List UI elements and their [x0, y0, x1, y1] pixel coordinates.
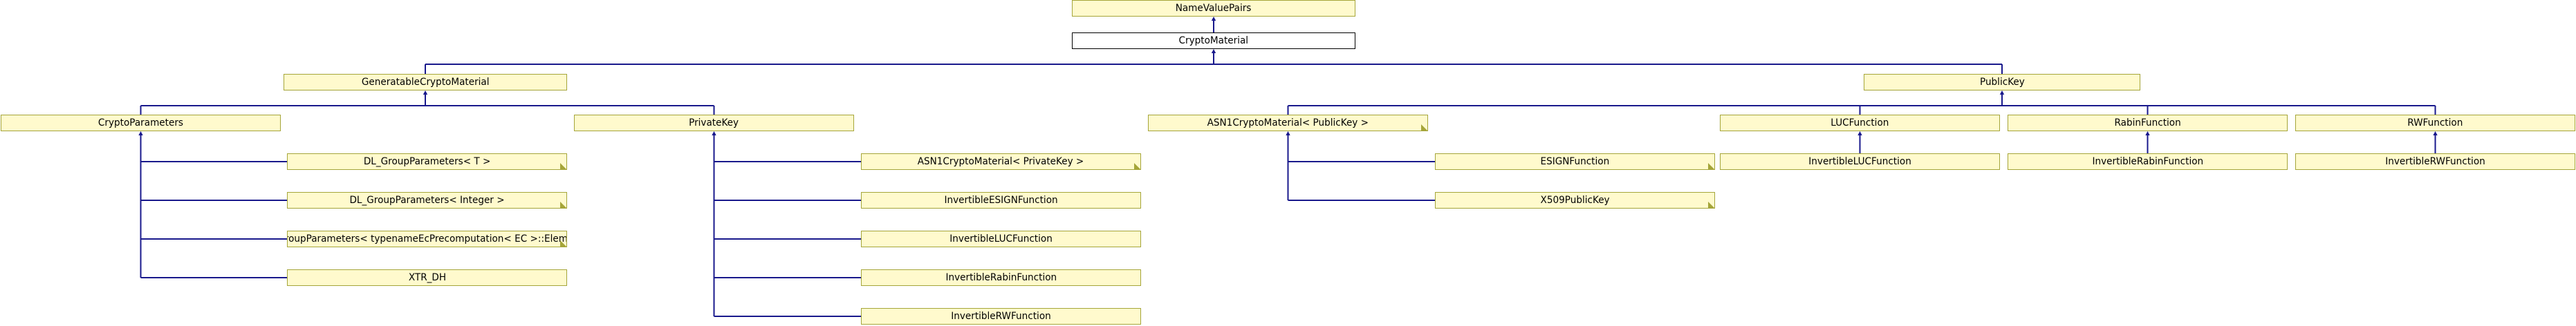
class-node-dlgp_integer[interactable]: DL_GroupParameters< Integer >	[287, 192, 567, 209]
class-node-label: NameValuePairs	[1176, 3, 1252, 14]
class-node-publickey[interactable]: PublicKey	[1864, 74, 2140, 90]
class-node-esignfunction[interactable]: ESIGNFunction	[1435, 153, 1715, 170]
class-node-generatable[interactable]: GeneratableCryptoMaterial	[284, 74, 567, 90]
class-node-label: InvertibleRWFunction	[2385, 156, 2485, 167]
class-node-label: CryptoMaterial	[1178, 35, 1249, 46]
class-node-inv_rw[interactable]: InvertibleRWFunction	[861, 308, 1141, 325]
class-node-label: ASN1CryptoMaterial< PrivateKey >	[918, 156, 1084, 167]
class-node-label: CryptoParameters	[98, 117, 184, 128]
class-node-cryptomaterial[interactable]: CryptoMaterial	[1072, 32, 1355, 49]
class-node-inv_rabin2[interactable]: InvertibleRabinFunction	[2008, 153, 2288, 170]
class-node-label: RWFunction	[2407, 117, 2463, 128]
class-node-lucfunction[interactable]: LUCFunction	[1720, 115, 2000, 131]
class-node-asn1pub[interactable]: ASN1CryptoMaterial< PublicKey >	[1148, 115, 1428, 131]
class-node-inv_rw2[interactable]: InvertibleRWFunction	[2295, 153, 2575, 170]
class-node-label: DL_GroupParameters< typenameEcPrecomputa…	[287, 233, 567, 245]
class-node-rwfunction[interactable]: RWFunction	[2295, 115, 2575, 131]
class-node-inv_esign[interactable]: InvertibleESIGNFunction	[861, 192, 1141, 209]
class-node-dlgp_t[interactable]: DL_GroupParameters< T >	[287, 153, 567, 170]
class-node-label: InvertibleRWFunction	[951, 311, 1051, 322]
class-node-label: InvertibleRabinFunction	[945, 272, 1057, 283]
class-node-namevaluepairs[interactable]: NameValuePairs	[1072, 0, 1355, 17]
class-node-label: GeneratableCryptoMaterial	[361, 77, 490, 88]
class-node-privatekey[interactable]: PrivateKey	[574, 115, 854, 131]
class-node-label: PrivateKey	[689, 117, 739, 128]
class-node-asn1priv[interactable]: ASN1CryptoMaterial< PrivateKey >	[861, 153, 1141, 170]
class-node-label: InvertibleLUCFunction	[1808, 156, 1911, 167]
class-node-label: DL_GroupParameters< Integer >	[349, 195, 505, 206]
class-node-label: LUCFunction	[1831, 117, 1889, 128]
class-node-label: PublicKey	[1979, 77, 2025, 88]
class-node-inv_rabin[interactable]: InvertibleRabinFunction	[861, 269, 1141, 286]
class-node-label: ASN1CryptoMaterial< PublicKey >	[1207, 117, 1369, 128]
class-node-label: InvertibleRabinFunction	[2092, 156, 2203, 167]
class-node-inv_luc[interactable]: InvertibleLUCFunction	[861, 231, 1141, 247]
class-node-label: InvertibleLUCFunction	[949, 233, 1053, 245]
class-node-xtr_dh[interactable]: XTR_DH	[287, 269, 567, 286]
class-node-label: XTR_DH	[408, 272, 446, 283]
class-node-x509publickey[interactable]: X509PublicKey	[1435, 192, 1715, 209]
class-node-cryptoparameters[interactable]: CryptoParameters	[1, 115, 281, 131]
class-node-label: DL_GroupParameters< T >	[363, 156, 491, 167]
class-node-label: InvertibleESIGNFunction	[944, 195, 1058, 206]
class-node-label: ESIGNFunction	[1540, 156, 1610, 167]
class-node-inv_luc2[interactable]: InvertibleLUCFunction	[1720, 153, 2000, 170]
class-node-label: RabinFunction	[2114, 117, 2181, 128]
class-node-dlgp_ec[interactable]: DL_GroupParameters< typenameEcPrecomputa…	[287, 231, 567, 247]
class-node-label: X509PublicKey	[1540, 195, 1610, 206]
class-node-rabinfunction[interactable]: RabinFunction	[2008, 115, 2288, 131]
